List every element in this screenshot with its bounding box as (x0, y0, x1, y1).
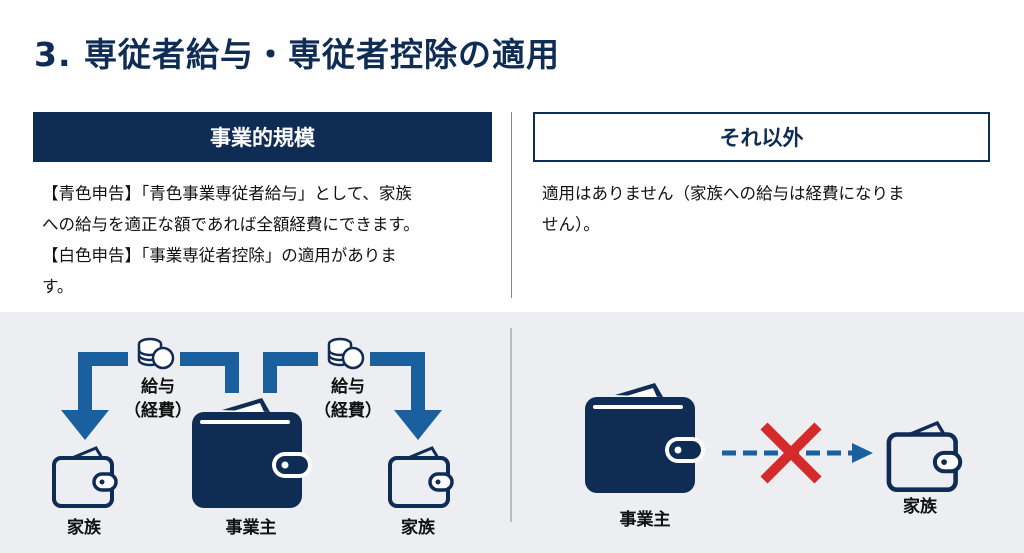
desc-line: せん）。 (542, 215, 600, 234)
desc-line: 適用はありません（家族への給与は経費になりま (542, 184, 905, 203)
desc-line: 【青色申告】「青色事業専従者給与」として、家族 (42, 184, 412, 203)
salary-label: 給与 (141, 376, 175, 397)
desc-line: す。 (42, 277, 74, 296)
desc-line: への給与を適正な額であれば全額経費にできます。 (42, 215, 420, 234)
family-label: 家族 (903, 496, 938, 517)
page-title: 3. 専従者給与・専従者控除の適用 (34, 35, 560, 74)
desc-line: 【白色申告】「事業専従者控除」の適用がありま (42, 246, 397, 265)
diagram-panel: 給与 （経費） 給与 （経費） 家族 事業主 家族 事業主 家族 (0, 312, 1024, 553)
family-label: 家族 (67, 517, 102, 538)
left-description: 【青色申告】「青色事業専従者給与」として、家族 への給与を適正な額であれば全額経… (42, 178, 492, 302)
family-label: 家族 (401, 517, 436, 538)
right-description: 適用はありません（家族への給与は経費になりま せん）。 (542, 178, 982, 240)
arrowhead-icon (394, 410, 442, 440)
arrowhead-icon (61, 410, 109, 440)
family-wallet-icon (52, 446, 118, 508)
header-other: それ以外 (533, 112, 990, 162)
arrowhead-icon (852, 443, 873, 463)
cross-icon (760, 422, 822, 484)
owner-wallet-icon (585, 383, 705, 493)
expense-label: （経費） (124, 400, 192, 421)
owner-wallet-icon (192, 398, 312, 508)
header-business-scale: 事業的規模 (33, 112, 492, 162)
salary-label: 給与 (331, 376, 365, 397)
owner-label: 事業主 (226, 517, 277, 538)
family-wallet-icon (889, 423, 960, 490)
family-wallet-icon (388, 446, 454, 508)
expense-label: （経費） (314, 400, 382, 421)
column-divider (511, 112, 512, 298)
owner-label: 事業主 (620, 509, 671, 530)
